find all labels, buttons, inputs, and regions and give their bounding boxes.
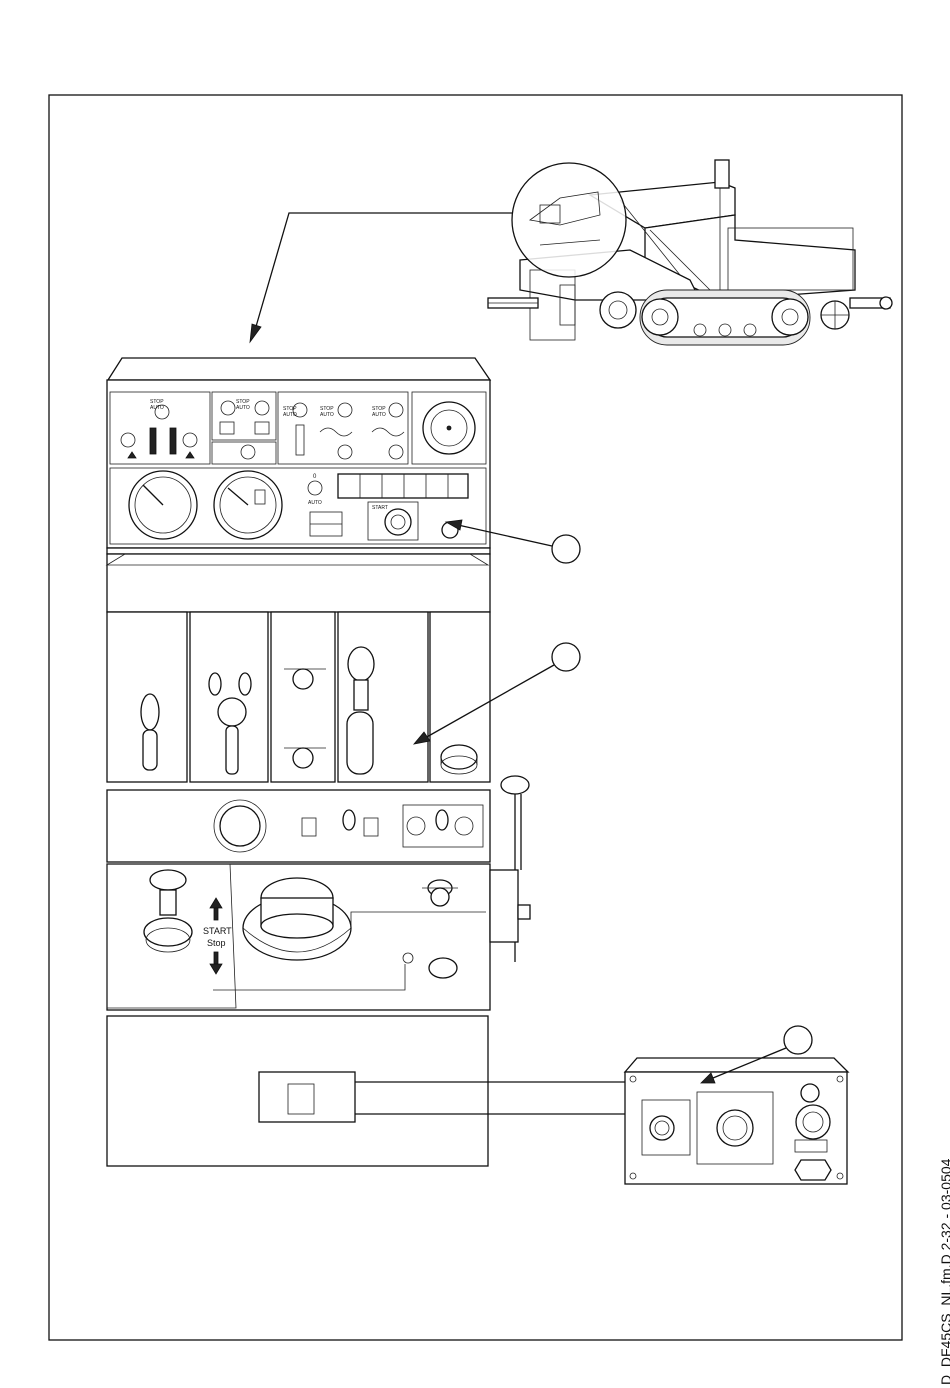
ignition-key-switch[interactable] [385,509,411,535]
setpoint-dial[interactable] [220,806,260,846]
auto-label-2: AUTO [236,405,250,411]
detail-pointer-arrow [250,213,513,342]
auto-label-3: AUTO [283,412,297,418]
auto-label-5: AUTO [372,412,386,418]
detail-circle [512,163,626,277]
paver-machine [488,160,892,345]
control-console: STOP AUTO STOP AUTO STOP AUTO STOP AUTO … [107,358,490,1166]
stop-word-label: Stop [207,938,226,948]
remote-control-box [625,1058,848,1184]
start-label: START [203,926,232,936]
warning-lamp-strip [338,474,468,498]
auto-label-4: AUTO [320,412,334,418]
remote-setpoint-dial[interactable] [717,1110,753,1146]
auto-label-6: AUTO [308,500,322,506]
auto-label-1: AUTO [150,405,164,411]
side-lever [490,776,530,962]
remote-start-button[interactable] [650,1116,674,1140]
start-button-label: START [372,505,388,511]
